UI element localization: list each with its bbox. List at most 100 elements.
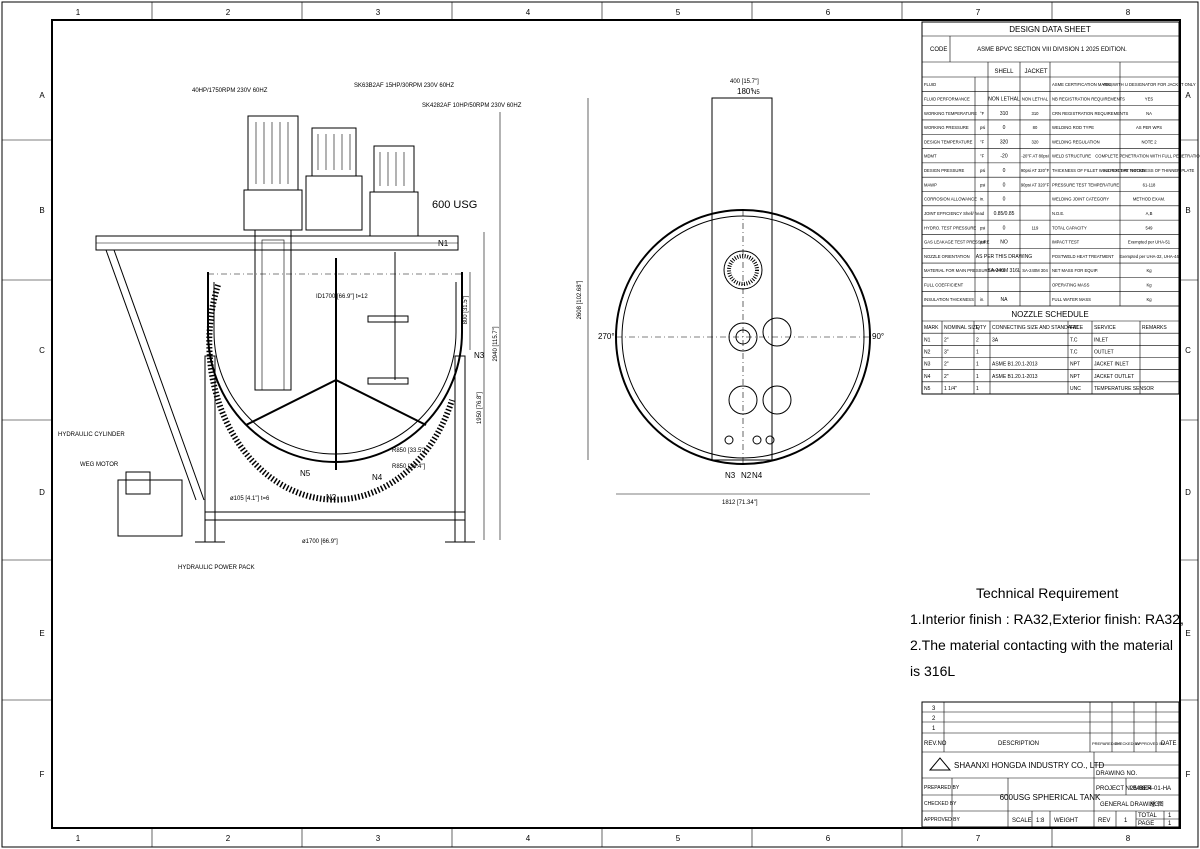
checked-by: CHECKED BY [924,801,957,807]
dds-row-shell: AS PER THIS DRAWING [976,254,1033,260]
motor1-label: 40HP/1750RPM 230V 60HZ [192,88,268,94]
dds-row-right-value: 61-118 [1143,182,1156,187]
nozzle-cell: 1 [976,374,979,380]
dds-row-right-value: METHOD EXAM. [1133,197,1165,202]
nozzle-n3: N3 [474,351,485,360]
dim-r850b: R850 [33.4"] [392,464,425,470]
top-n4: N4 [752,471,763,480]
top-view: 400 [15.7"] N5 180° 270° 90° N3 N2 N4 18… [577,79,884,506]
top-view-bridge [711,97,773,461]
dds-row-label: DESIGN TEMPERATURE [924,139,973,144]
base-frame [204,511,466,521]
dds-row-right-label: TOTAL CAPACITY [1052,225,1087,230]
nozzle-cell: N3 [924,362,931,368]
row-label: E [39,629,44,638]
col-label: 5 [676,8,681,17]
homogenizer-column [254,229,292,391]
dds-row-right-value: YES, WITH U DESIGNATOR FOR JACKET ONLY [1102,82,1196,87]
page: 1 [1168,821,1172,827]
col-label: 1 [76,834,81,843]
nozzle-cell: T.C [1070,337,1078,343]
top-n5: N5 [752,90,760,96]
scale-label: SCALE [1012,818,1032,824]
dds-row-jacket: 310 [1032,111,1040,116]
nozzle-cell: ASME B1.20.1-2013 [992,362,1038,368]
nozzle-cell: 1 [976,362,979,368]
weg-motor [125,471,151,495]
dds-row-label: HYDRO. TEST PRESSURE [924,225,976,230]
dds-col-shell: SHELL [994,69,1014,75]
nozzle-cell: 2" [944,374,949,380]
dds-row-jacket: 119 [1032,225,1039,230]
nozzle-cell: 1 [976,386,979,392]
nozzle-n2: N2 [326,493,337,502]
title-block: 3 2 1 REV.NO DESCRIPTION PREPARED BY CHE… [921,701,1180,828]
nozzle-cell: T.C [1070,349,1078,355]
date-header: DATE [1161,741,1177,747]
top-height: 2608 [102.68"] [577,280,583,319]
company-name: SHAANXI HONGDA INDUSTRY CO., LTD [954,761,1104,770]
dim-id: ID1700 [66.9"] t=12 [316,294,368,300]
rev-no-header: REV.NO [924,741,947,747]
col-label: 4 [526,834,531,843]
row-label: B [39,206,44,215]
dds-row-label: JOINT EFFICIENCY Shell/ head [924,211,985,216]
dds-row-unit: in. [980,297,984,302]
approved-by-header: APPROVED BY [1136,741,1165,746]
dds-row-shell: SA-240M 316L [987,268,1021,274]
nozzle-cell: 1 [976,349,979,355]
rev-row: 1 [932,726,936,732]
page-label: PAGE [1138,821,1154,827]
dim-800: 800 [31.5"] [463,295,469,324]
nozzle-n4: N4 [372,473,383,482]
general-drawing-cn: 总 图 [1150,800,1164,808]
dds-row-jacket: 90psi AT 320°F [1021,182,1050,187]
top-n3: N3 [725,471,736,480]
nozzle-cell: NPT [1070,374,1080,380]
dds-row-right-label: THICKNESS OF FILLET WELD EXCEPT NOTED [1052,168,1145,173]
nozzle-cell: ASME B1.20.1-2013 [992,374,1038,380]
drawing-no-label: DRAWING NO. [1096,771,1137,777]
nozzle-cell: 2" [944,362,949,368]
nozzle-n5: N5 [300,469,311,478]
rev: 1 [1124,818,1128,824]
dds-row-right-value: Exempted per UHA-32, UHA-44 [1119,254,1179,259]
description-header: DESCRIPTION [998,741,1039,747]
row-label: A [39,91,45,100]
row-label: A [1185,91,1191,100]
col-label: 1 [76,8,81,17]
dds-code-label: CODE [930,47,947,53]
dds-row-shell: 0.85/0.85 [994,211,1015,217]
dds-row-label: FULL COEFFICIENT [924,283,964,288]
col-label: 8 [1126,834,1131,843]
nozzle-cell: INLET [1094,337,1108,343]
tech-line3: is 316L [910,663,955,679]
dds-row-right-label: IMPACT TEST [1052,240,1080,245]
dds-row-right-value: Kg [1146,283,1152,288]
nozzle-header-cell: MARK [924,325,939,331]
dds-row-right-label: WELDING JOINT CATEGORY [1052,197,1109,202]
col-label: 2 [226,8,231,17]
angle-270: 270° [598,332,615,341]
volume-label: 600 USG [432,199,477,211]
general-drawing: GENERAL DRAWING [1100,802,1159,808]
dds-row-unit: °F [980,139,985,144]
row-label: C [1185,346,1191,355]
tech-line2: 2.The material contacting with the mater… [910,637,1173,653]
scale: 1:8 [1036,818,1045,824]
zone-labels: 1 2 3 4 5 6 7 8 1 2 3 4 5 6 7 8 A B C D … [39,8,1191,843]
dds-row-unit: °F [980,154,985,159]
dds-row-jacket: NON LETHAL [1022,96,1049,101]
nozzle-cell: 2" [944,337,949,343]
prepared-by: PREPARED BY [924,785,960,791]
weight-label: WEIGHT [1054,818,1078,824]
dds-row-label: INSULATION THICKNESS [924,297,974,302]
col-label: 3 [376,834,381,843]
nozzle-cell: JACKET INLET [1094,362,1129,368]
motor-15hp [305,127,363,231]
top-width: 400 [15.7"] [730,79,759,85]
